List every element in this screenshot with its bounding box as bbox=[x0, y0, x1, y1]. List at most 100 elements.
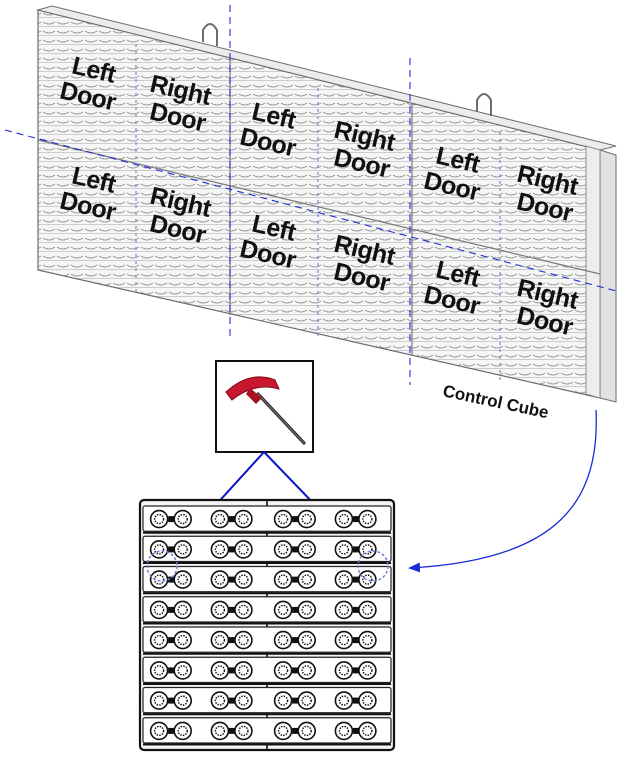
pixel-cluster-center bbox=[301, 544, 312, 555]
cluster-connector bbox=[292, 576, 300, 583]
pixel-cluster bbox=[358, 630, 377, 650]
pixel-cluster bbox=[334, 570, 354, 589]
cluster-connector bbox=[168, 727, 176, 734]
pixel-cluster bbox=[149, 570, 169, 589]
pixel-cluster-center bbox=[238, 574, 249, 585]
cluster-connector bbox=[352, 606, 360, 613]
pixel-cluster-center bbox=[338, 604, 350, 616]
cluster-connector bbox=[352, 546, 360, 553]
t-handle-hex-key-icon bbox=[225, 376, 306, 445]
pixel-cluster-center bbox=[277, 665, 289, 676]
module-row bbox=[142, 596, 392, 625]
pixel-cluster-center bbox=[362, 574, 373, 585]
pixel-cluster bbox=[297, 600, 317, 620]
cluster-connector bbox=[352, 516, 360, 523]
pixel-cluster-center bbox=[153, 634, 165, 646]
pixel-cluster bbox=[297, 691, 317, 710]
pixel-cluster bbox=[334, 630, 354, 650]
pixel-cluster-center bbox=[277, 544, 289, 555]
cluster-connector bbox=[168, 546, 176, 553]
pixel-cluster bbox=[273, 661, 293, 680]
pixel-cluster bbox=[273, 691, 293, 710]
cluster-connector bbox=[352, 576, 360, 583]
lifting-eye-left bbox=[202, 23, 218, 46]
cluster-connector bbox=[292, 516, 300, 523]
lifting-eye-right bbox=[476, 93, 492, 116]
pixel-cluster bbox=[234, 721, 253, 741]
pixel-cluster-center bbox=[301, 725, 312, 737]
pixel-cluster bbox=[334, 691, 354, 710]
pixel-cluster-center bbox=[214, 544, 226, 555]
cluster-connector bbox=[292, 667, 300, 674]
pixel-cluster bbox=[234, 630, 253, 650]
pixel-cluster-center bbox=[214, 665, 226, 676]
pixel-cluster-center bbox=[238, 665, 249, 676]
cluster-connector bbox=[292, 546, 300, 553]
pixel-cluster-center bbox=[338, 695, 350, 706]
module-row bbox=[142, 565, 392, 595]
pixel-cluster bbox=[173, 721, 192, 741]
pixel-cluster-center bbox=[177, 634, 188, 646]
pixel-cluster bbox=[210, 661, 230, 680]
cluster-connector bbox=[168, 516, 176, 523]
pixel-cluster-center bbox=[177, 604, 188, 616]
pixel-cluster-center bbox=[238, 634, 249, 646]
pixel-cluster-center bbox=[338, 544, 350, 555]
door-right-5: Right Door bbox=[331, 230, 398, 298]
pixel-cluster-center bbox=[214, 604, 226, 616]
pixel-cluster-center bbox=[277, 634, 289, 646]
pixel-cluster bbox=[234, 509, 253, 529]
pixel-cluster bbox=[149, 630, 169, 650]
cluster-connector bbox=[168, 606, 176, 613]
pixel-cluster-center bbox=[153, 604, 165, 616]
pixel-cluster bbox=[273, 721, 293, 741]
pixel-cluster-center bbox=[238, 544, 249, 555]
module-panel bbox=[138, 498, 396, 752]
cluster-connector bbox=[292, 697, 300, 704]
pixel-cluster bbox=[149, 661, 169, 680]
pixel-cluster-center bbox=[277, 574, 289, 585]
display-top-edge bbox=[36, 5, 617, 151]
pixel-cluster-center bbox=[338, 665, 350, 676]
pixel-cluster-center bbox=[301, 574, 312, 585]
pixel-cluster-center bbox=[214, 634, 226, 646]
pixel-cluster bbox=[334, 721, 354, 741]
cluster-connector bbox=[168, 667, 176, 674]
pixel-cluster-center bbox=[301, 604, 312, 616]
pixel-cluster bbox=[273, 540, 293, 559]
pixel-cluster-center bbox=[301, 634, 312, 646]
pixel-cluster bbox=[173, 570, 192, 589]
pixel-cluster bbox=[358, 540, 377, 559]
pixel-cluster-center bbox=[338, 513, 350, 525]
pixel-cluster-center bbox=[153, 695, 165, 706]
cluster-connector bbox=[292, 606, 300, 613]
pixel-cluster-center bbox=[177, 695, 188, 706]
screw-highlights bbox=[146, 550, 389, 582]
pixel-cluster bbox=[173, 661, 192, 680]
door-labels: Left Door Right Door Left Door Right Doo… bbox=[57, 52, 581, 342]
pixel-cluster-center bbox=[338, 725, 350, 737]
pixel-cluster bbox=[273, 570, 293, 589]
pixel-cluster-center bbox=[238, 513, 249, 525]
pixel-cluster-center bbox=[153, 725, 165, 737]
screw-highlight-left bbox=[146, 550, 178, 582]
module-row bbox=[142, 535, 392, 564]
pixel-cluster bbox=[173, 630, 192, 650]
pixel-cluster bbox=[234, 570, 253, 589]
cluster-connector bbox=[168, 576, 176, 583]
module-row bbox=[142, 505, 392, 534]
pixel-cluster-center bbox=[177, 574, 188, 585]
pixel-cluster bbox=[149, 540, 169, 559]
pixel-cluster-center bbox=[301, 695, 312, 706]
pixel-cluster bbox=[234, 691, 253, 710]
pixel-cluster bbox=[234, 661, 253, 680]
cluster-connector bbox=[352, 727, 360, 734]
pixel-cluster bbox=[149, 600, 169, 620]
pixel-cluster bbox=[149, 721, 169, 741]
pixel-cluster-center bbox=[153, 665, 165, 676]
screw-highlight-right bbox=[357, 550, 389, 582]
module-row bbox=[142, 656, 392, 685]
pixel-cluster bbox=[234, 600, 253, 620]
display-side bbox=[599, 149, 617, 403]
